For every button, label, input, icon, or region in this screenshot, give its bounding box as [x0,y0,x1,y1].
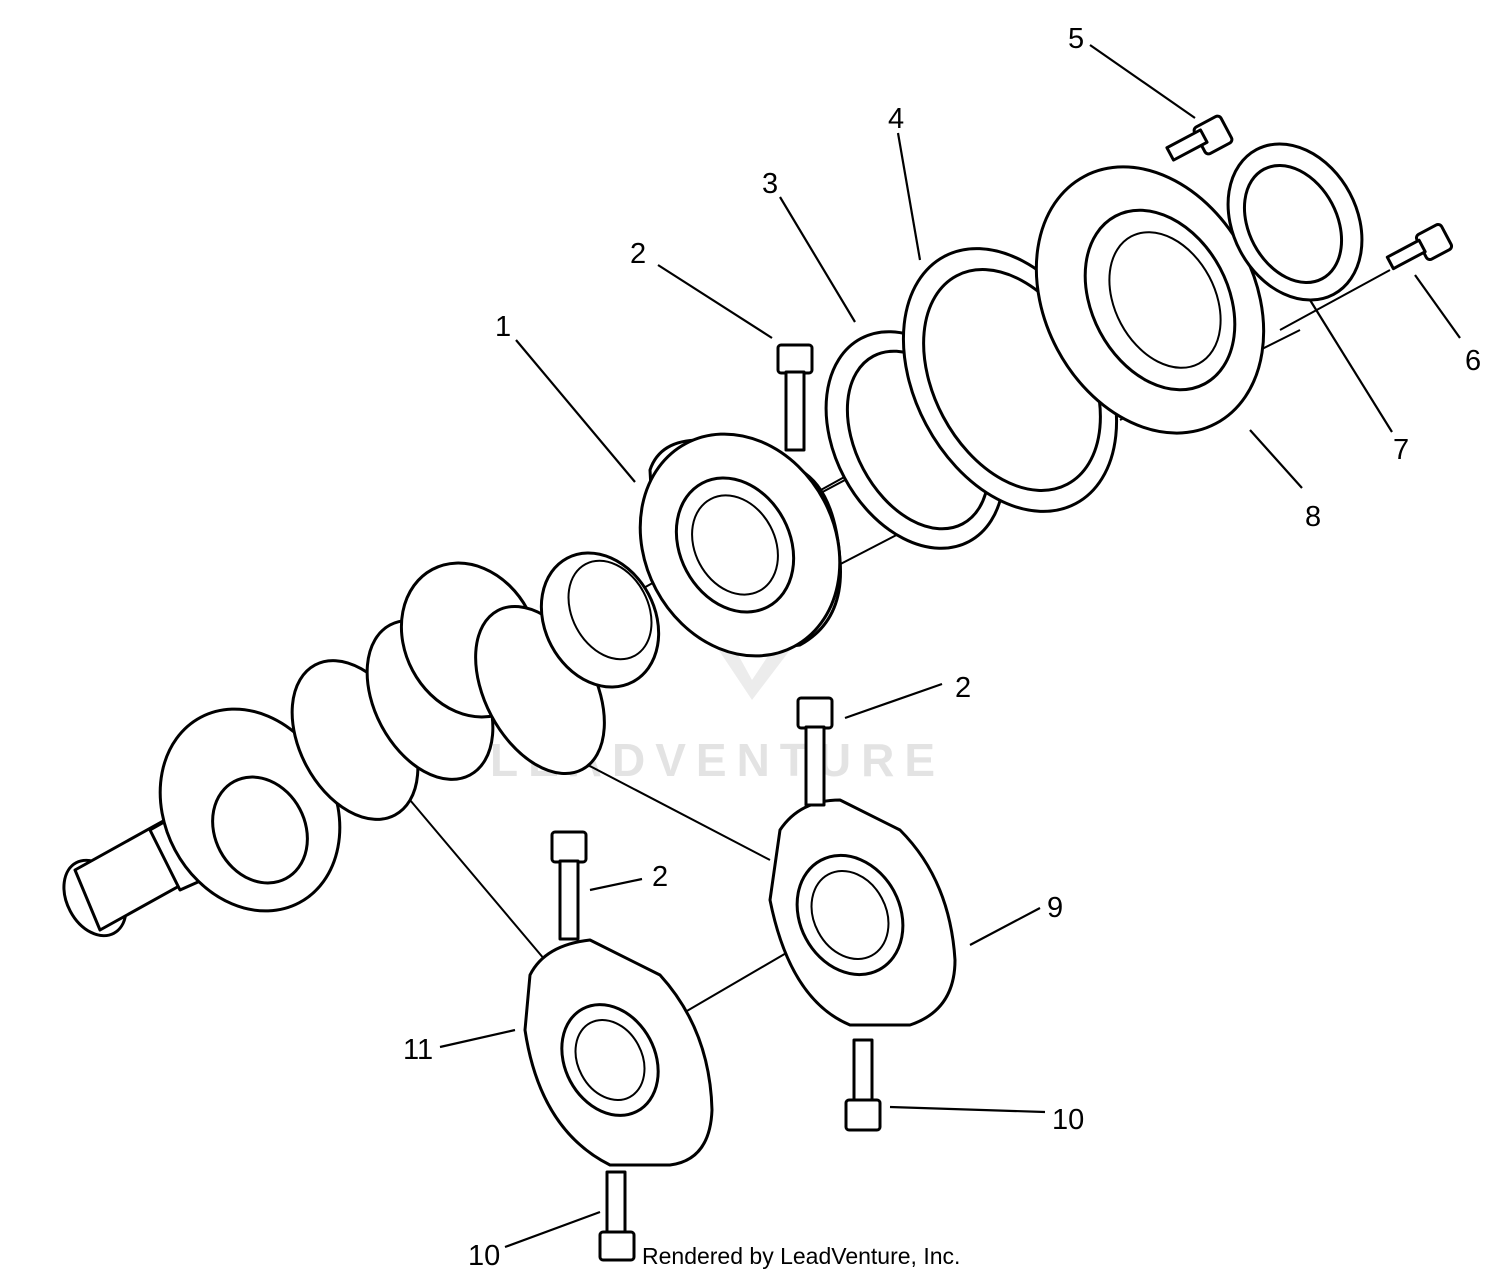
callout-10-right: 10 [1052,1104,1084,1136]
bolt-2-top [776,343,814,452]
callout-2-top: 2 [630,238,646,270]
callout-labels: 1 2 3 4 5 2 2 6 7 8 9 10 11 10 [403,23,1481,1272]
callout-1: 1 [495,311,511,343]
bolt-2-middle [796,696,834,807]
bolt-5 [1165,114,1234,162]
bolt-6 [1385,222,1454,271]
callout-6: 6 [1465,345,1481,377]
callout-2-lower: 2 [652,861,668,893]
bearing-housing-1 [638,432,842,658]
callout-3: 3 [762,168,778,200]
callout-2-middle: 2 [955,672,971,704]
callout-10-lower: 10 [468,1240,500,1272]
callout-4: 4 [888,103,904,135]
bearing-housing-9 [768,798,957,1027]
callout-5: 5 [1068,23,1084,55]
callout-7: 7 [1393,434,1409,466]
bolt-10-lower [598,1170,636,1262]
leader-lines [439,44,1461,1249]
oil-seal-7 [1226,142,1364,302]
crankshaft [62,551,661,938]
callout-8: 8 [1305,501,1321,533]
bolt-2-lower [550,830,588,941]
callout-11: 11 [403,1034,433,1066]
callout-9: 9 [1047,892,1063,924]
bolt-10-right [844,1038,882,1132]
bearing-housing-11 [523,938,714,1167]
render-credit: Rendered by LeadVenture, Inc. [642,1243,960,1269]
